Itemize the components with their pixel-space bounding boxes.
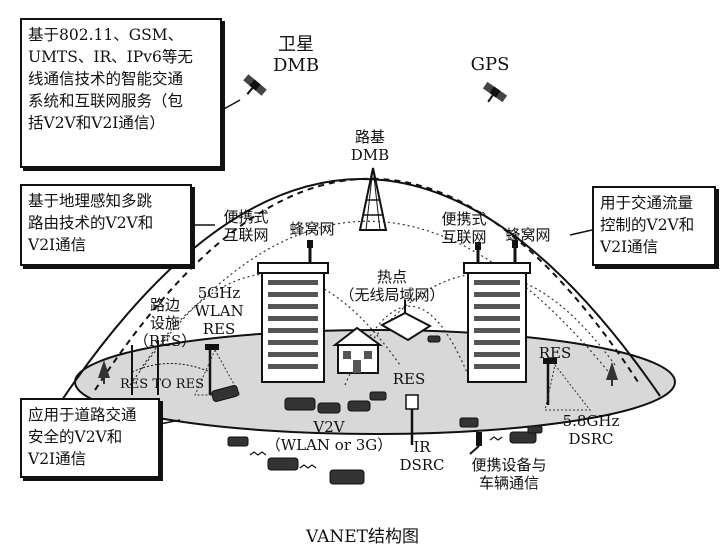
label-v2v: V2V （WLAN or 3G） [265,418,393,454]
building-left-windows [268,280,318,369]
vehicle-icons [211,335,543,485]
signal-waves [249,436,503,469]
label-cellular-right: 蜂窝网 [505,226,551,244]
building-left [257,240,329,383]
cell-dome-left [139,273,401,371]
label-5ghz-wlan-res: 5GHz WLAN RES [194,284,244,338]
figure-caption: VANET结构图 [305,527,420,547]
res-to-res-link [131,363,211,373]
label-hotspot: 热点 （无线局域网） [339,268,445,304]
label-road-dmb: 路基 DMB [350,128,390,164]
house-icon [332,326,384,374]
satellite-dome [94,177,641,391]
callout-lines [154,99,593,426]
label-cellular-left: 蜂窝网 [289,220,335,238]
label-gps: GPS [470,54,510,75]
outer-dome [61,178,661,401]
roadside-pole-far-left [131,340,159,395]
label-portable-device: 便携设备与 车辆通信 [471,456,547,492]
label-res-right: RES [538,344,572,362]
label-satellite-dmb: 卫星 DMB [272,34,320,76]
tree-icon [98,360,618,386]
building-right-windows [474,280,520,369]
label-res-center: RES [392,370,426,388]
hotspot-dome [344,305,471,386]
satellite-icon [243,74,267,96]
broadcast-tower-icon [358,167,388,231]
hotspot-access-point-icon [379,300,432,342]
portable-device-icon [469,432,482,455]
callout-box-traffic-control: 用于交通流量 控制的V2V和 V2I通信 [592,186,716,266]
callout-box-road-safety: 应用于道路交通 安全的V2V和 V2I通信 [20,398,160,478]
callout-box-geo-routing: 基于地理感知多跳 路由技术的V2V和 V2I通信 [20,184,192,266]
building-right [463,240,531,383]
label-res-to-res: RES TO RES [120,377,204,392]
label-roadside-unit: 路边 设施 （RES） [133,296,197,350]
roadside-pole-center [405,394,419,445]
gps-satellite-icon [482,81,508,103]
roadside-pole-right [543,358,592,411]
label-5-8ghz-dsrc: 5.8GHz DSRC [562,412,620,448]
callout-box-intelligent-transport: 基于802.11、GSM、 UMTS、IR、IPv6等无 线通信技术的智能交通 … [20,18,222,168]
label-portable-internet-left: 便携式 互联网 [223,208,269,244]
label-portable-internet-right: 便携式 互联网 [441,210,487,246]
label-ir-dsrc: IR DSRC [399,438,445,474]
